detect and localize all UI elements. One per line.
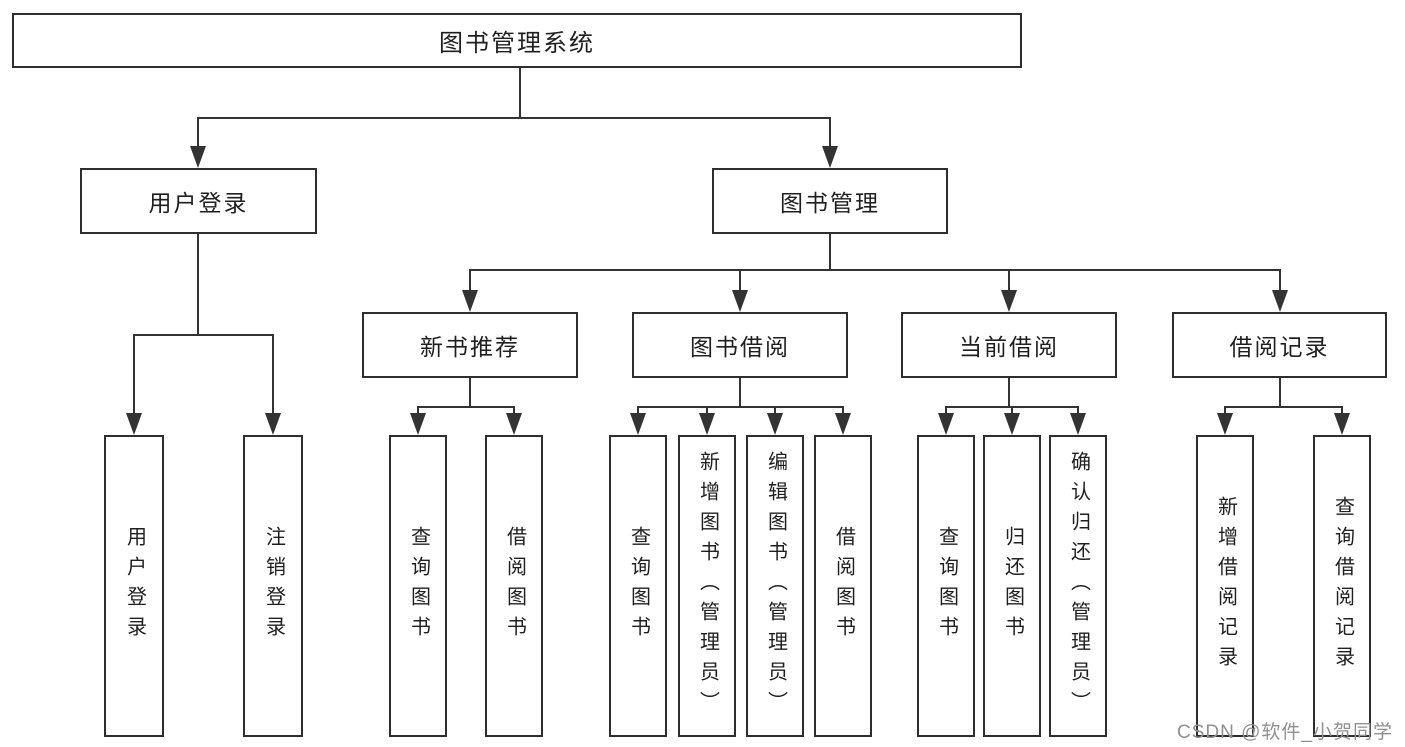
- leaf-query-borrow-record: 查询借阅记录: [1313, 435, 1371, 737]
- arrowheads: [126, 146, 1350, 435]
- node-label: 查询图书: [627, 526, 650, 646]
- leaf-logout: 注销登录: [243, 435, 303, 737]
- node-label: 确认归还（管理员）: [1067, 451, 1090, 721]
- node-label: 查询图书: [935, 526, 958, 646]
- node-label: 新增借阅记录: [1214, 496, 1237, 676]
- leaf-borrow-books-recommend: 借阅图书: [485, 435, 543, 737]
- leaf-borrow-books-borrowing: 借阅图书: [814, 435, 872, 737]
- connector-borrowing-records-fan: [1224, 378, 1343, 415]
- node-label: 当前借阅: [959, 334, 1059, 360]
- leaf-query-books-borrowing: 查询图书: [609, 435, 667, 737]
- node-label: 编辑图书（管理员）: [764, 451, 787, 721]
- leaf-user-login: 用户登录: [104, 435, 164, 737]
- node-label: 查询图书: [407, 526, 430, 646]
- node-label: 用户登录: [123, 526, 146, 646]
- node-borrowing-records: 借阅记录: [1172, 312, 1387, 378]
- leaf-add-book-admin: 新增图书（管理员）: [678, 435, 736, 737]
- connector-user-login-to-leaves: [133, 234, 274, 414]
- node-label: 新增图书（管理员）: [696, 451, 719, 721]
- connector-book-borrowing-fan: [637, 378, 844, 415]
- node-book-management: 图书管理: [712, 168, 948, 234]
- node-label: 用户登录: [148, 190, 249, 216]
- watermark: CSDN @软件_小贺同学: [1177, 722, 1393, 743]
- node-label: 图书管理系统: [439, 30, 595, 57]
- node-new-book-recommendation: 新书推荐: [362, 312, 578, 378]
- node-label: 图书管理: [780, 190, 880, 216]
- leaf-query-books-recommend: 查询图书: [389, 435, 447, 737]
- node-user-login: 用户登录: [80, 168, 317, 234]
- node-current-borrowing: 当前借阅: [901, 312, 1117, 378]
- node-label: 借阅图书: [503, 526, 526, 646]
- node-library-management-system: 图书管理系统: [12, 13, 1022, 68]
- node-label: 图书借阅: [690, 334, 790, 360]
- node-label: 注销登录: [262, 526, 285, 646]
- node-label: 借阅记录: [1229, 334, 1330, 360]
- connector-new-book-fan: [417, 378, 515, 415]
- connector-book-management-to-categories: [469, 234, 1281, 292]
- node-book-borrowing: 图书借阅: [632, 312, 848, 378]
- node-label: 借阅图书: [832, 526, 855, 646]
- node-label: 归还图书: [1001, 526, 1024, 646]
- connector-current-borrowing-fan: [945, 378, 1079, 415]
- leaf-confirm-return-admin: 确认归还（管理员）: [1049, 435, 1107, 737]
- node-label: 新书推荐: [420, 334, 520, 360]
- leaf-query-books-current: 查询图书: [917, 435, 975, 737]
- connector-root-to-level2: [197, 68, 831, 148]
- leaf-add-borrow-record: 新增借阅记录: [1196, 435, 1254, 737]
- node-label: 查询借阅记录: [1331, 496, 1354, 676]
- leaf-return-books: 归还图书: [983, 435, 1041, 737]
- leaf-edit-book-admin: 编辑图书（管理员）: [746, 435, 804, 737]
